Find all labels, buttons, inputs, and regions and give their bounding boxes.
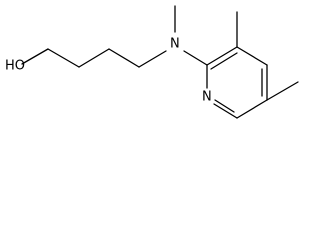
bond-c2-c3-ring-double <box>210 52 238 70</box>
pyridine-ring <box>206 46 268 119</box>
hydroxyl-label: HO <box>5 59 25 74</box>
bond-n-ring-c2 <box>183 50 208 66</box>
bond-c6-n-ring-double <box>214 99 235 113</box>
bond-c6-n-ring <box>213 103 238 119</box>
chemical-structure-diagram: HO N N <box>5 5 299 119</box>
butanol-chain <box>21 48 167 68</box>
ring-nitrogen-label: N <box>202 90 212 105</box>
bond-c4-n <box>138 50 167 68</box>
bond-c3-c4-ring <box>236 46 268 66</box>
amine-nitrogen-label: N <box>170 37 180 52</box>
bond-c5-methyl <box>266 81 299 101</box>
bond-c2-c3-ring <box>206 46 238 66</box>
bond-c1-c2 <box>47 48 80 68</box>
bond-c5-c6-ring <box>236 99 268 119</box>
bond-c3-c4 <box>108 48 140 68</box>
bond-c2-c3 <box>78 48 110 68</box>
bond-o-c1 <box>21 48 49 65</box>
